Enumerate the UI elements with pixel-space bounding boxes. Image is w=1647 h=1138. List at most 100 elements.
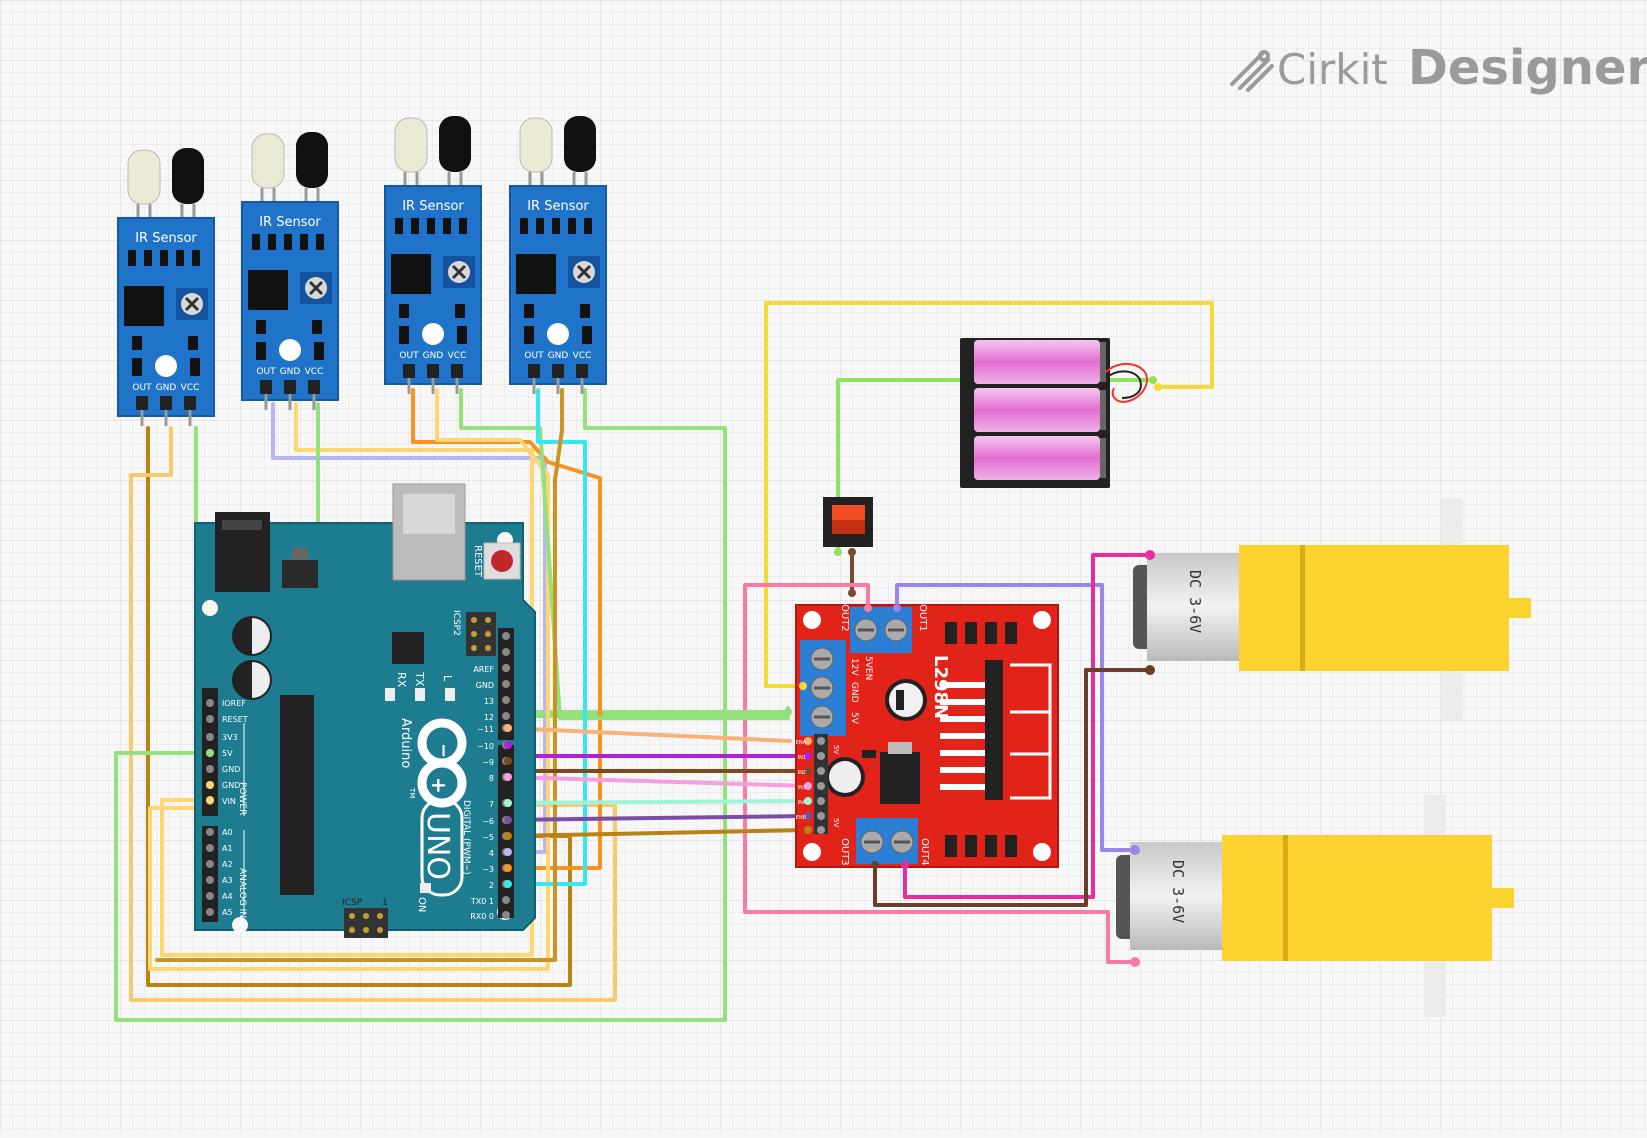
l298n-input-label: IN3	[798, 785, 806, 791]
regulator-chip	[880, 752, 920, 804]
wire-out2-motor	[743, 583, 1137, 964]
wire-endpoint	[504, 832, 512, 840]
power-pin[interactable]	[206, 733, 214, 741]
wire-endpoint	[504, 757, 512, 765]
pin-out3[interactable]	[871, 861, 879, 869]
analog-pin[interactable]	[206, 876, 214, 884]
digital-pin[interactable]	[502, 896, 510, 904]
sensor-pin-label: VCC	[305, 367, 324, 377]
digital-section-label: DIGITAL (PWM~)	[461, 800, 471, 875]
digital-pin[interactable]	[502, 911, 510, 919]
out1-label: OUT1	[917, 604, 928, 632]
l298n-input-pin[interactable]	[817, 737, 825, 745]
ir-emitter-led	[251, 133, 285, 189]
ir-receiver-led	[439, 116, 471, 172]
wire-s4-gnd	[155, 388, 564, 962]
battery-terminal-pos[interactable]	[1154, 383, 1162, 391]
icsp-label: ICSP	[342, 898, 363, 908]
l298n-input-pin[interactable]	[817, 752, 825, 760]
analog-pin[interactable]	[206, 892, 214, 900]
wire-endpoint	[504, 816, 512, 824]
analog-pin[interactable]	[206, 908, 214, 916]
sensor-title: IR Sensor	[402, 199, 464, 214]
arduino-uno-board[interactable]: RESET ICSP2 RX TX L − +	[194, 483, 536, 938]
sensor-pin-label: VCC	[448, 351, 467, 361]
on-label: ON	[416, 897, 427, 912]
svg-text:+: +	[427, 777, 451, 794]
power-pin[interactable]	[206, 765, 214, 773]
header-pin[interactable]	[502, 696, 510, 704]
switch-pin-1[interactable]	[834, 548, 842, 556]
pin-out2[interactable]	[864, 604, 872, 612]
sensor-pin-label: GND	[280, 367, 301, 377]
rocker-switch[interactable]	[823, 497, 873, 556]
analog-pin[interactable]	[206, 828, 214, 836]
pin-out4[interactable]	[901, 861, 909, 869]
l298n-input-pin[interactable]	[817, 767, 825, 775]
sensor-title: IR Sensor	[527, 199, 589, 214]
header-pin-label: GND	[476, 681, 494, 690]
power-pin[interactable]	[206, 699, 214, 707]
l298n-input-pin[interactable]	[817, 797, 825, 805]
analog-pin-label: A1	[222, 844, 233, 853]
mount-hole	[803, 843, 821, 861]
digital-pin-label: ~10	[477, 742, 494, 751]
wire-s4-vcc	[114, 388, 727, 1022]
analog-pin-label: A3	[222, 876, 233, 885]
battery-terminal-neg[interactable]	[1149, 376, 1157, 384]
analog-pin[interactable]	[206, 844, 214, 852]
header-pin-label: AREF	[473, 665, 494, 674]
digital-pin-label: ~6	[482, 817, 494, 826]
uno-label: UNO	[420, 812, 455, 880]
wire-endpoint	[504, 724, 512, 732]
l298n-driver[interactable]: OUT2 OUT1 12V GND 5V 5VEN L298N	[784, 589, 1059, 869]
pin-out1[interactable]	[893, 604, 901, 612]
l298n-input-label: IN4	[798, 800, 806, 806]
l298n-input-pin[interactable]	[817, 812, 825, 820]
l298n-chip	[985, 660, 1003, 800]
analog-pin[interactable]	[206, 860, 214, 868]
trademark-label: TM	[408, 787, 416, 798]
ir-receiver-led	[564, 116, 596, 172]
tx-label: TX	[413, 671, 426, 687]
wire-endpoint	[504, 799, 512, 807]
power-pin-label: GND	[222, 765, 240, 774]
motor-1-terminal-b[interactable]	[1145, 665, 1155, 675]
battery-leads	[1105, 363, 1148, 404]
comparator-chip	[248, 270, 288, 310]
analog-pin-label: A2	[222, 860, 233, 869]
wire-endpoint	[804, 767, 812, 775]
l298n-input-label: ENB	[796, 815, 807, 821]
l298n-input-pin[interactable]	[817, 782, 825, 790]
sensor-pin-label: OUT	[256, 367, 276, 377]
pin-switch-in[interactable]	[848, 589, 856, 597]
wire-d8	[506, 775, 810, 788]
header-pin[interactable]	[502, 680, 510, 688]
l298n-input-label: IN2	[798, 770, 806, 776]
header-pin[interactable]	[502, 712, 510, 720]
wire-endpoint	[504, 880, 512, 888]
pin-gnd[interactable]	[784, 708, 792, 716]
motor-1-terminal-a[interactable]	[1145, 550, 1155, 560]
l-label: L	[441, 675, 454, 682]
switch-pin-2[interactable]	[848, 548, 856, 556]
dc-motor-2[interactable]: DC 3-6V	[1116, 795, 1514, 1017]
brand-name-part2: Designer	[1408, 40, 1647, 96]
dc-motor-1[interactable]: DC 3-6V	[1133, 498, 1531, 720]
pin-12v[interactable]	[799, 682, 807, 690]
motor-2-terminal-b[interactable]	[1130, 957, 1140, 967]
motor-2-terminal-a[interactable]	[1130, 845, 1140, 855]
wire-endpoint	[504, 773, 512, 781]
icsp-header	[344, 908, 388, 938]
wire-endpoint	[206, 796, 214, 804]
sensor-title: IR Sensor	[135, 231, 197, 246]
comparator-chip	[391, 254, 431, 294]
mount-hole	[1033, 611, 1051, 629]
power-pin[interactable]	[206, 715, 214, 723]
l298n-input-pin[interactable]	[817, 826, 825, 834]
